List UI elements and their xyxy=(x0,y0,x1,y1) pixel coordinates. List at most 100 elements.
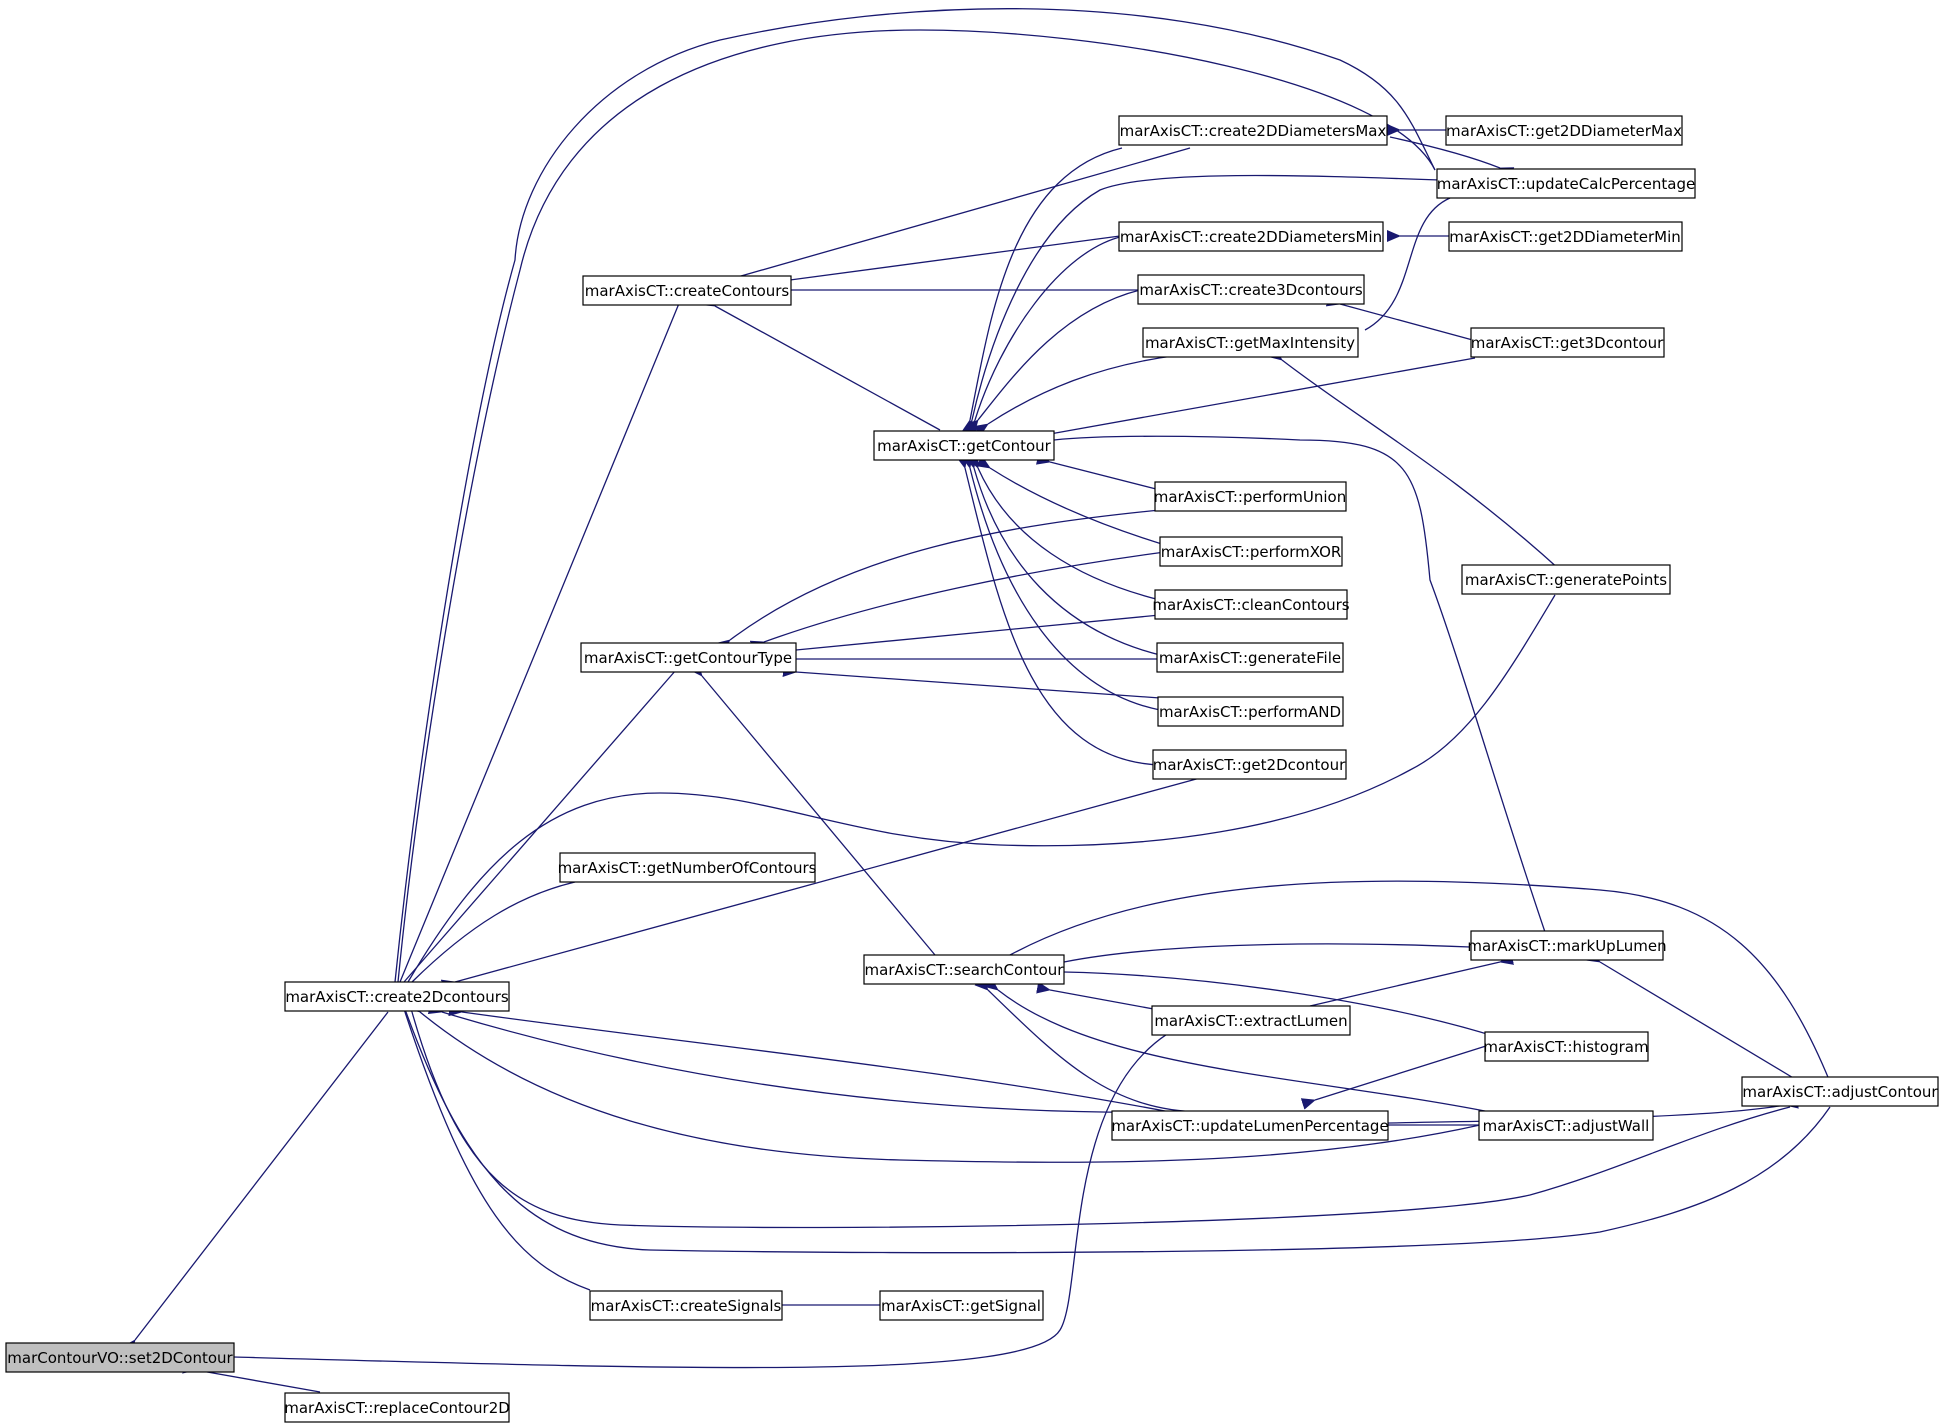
edge-create2DDiametersMax-getContour xyxy=(961,147,1123,434)
svg-text:marAxisCT::adjustContour: marAxisCT::adjustContour xyxy=(1742,1083,1938,1101)
edge-cleanContours-getContourType xyxy=(782,614,1161,658)
svg-text:marAxisCT::searchContour: marAxisCT::searchContour xyxy=(865,961,1065,979)
svg-text:marAxisCT::updateCalcPercentag: marAxisCT::updateCalcPercentage xyxy=(1437,175,1696,193)
svg-text:marAxisCT::getContourType: marAxisCT::getContourType xyxy=(584,649,792,667)
edge-cleanContours-getContour xyxy=(967,453,1161,601)
svg-text:marAxisCT::performAND: marAxisCT::performAND xyxy=(1159,703,1341,721)
edge-adjustWall-searchContour xyxy=(984,977,1491,1113)
edge-histogram-updateLumenPercentage xyxy=(1300,1039,1506,1110)
svg-text:marAxisCT::getMaxIntensity: marAxisCT::getMaxIntensity xyxy=(1145,334,1355,352)
svg-text:marAxisCT::get2Dcontour: marAxisCT::get2Dcontour xyxy=(1153,756,1346,774)
node-searchContour[interactable]: marAxisCT::searchContour xyxy=(863,954,1065,985)
edge-create2DDiametersMax-updateCalcPercentage xyxy=(1389,136,1515,179)
edge-extractLumen-markUpLumen xyxy=(1309,953,1515,1007)
edge-performUnion-getContour xyxy=(1035,452,1161,491)
edge-updateCalcPercentage-create2Dcontours xyxy=(387,8,1436,996)
node-getContour[interactable]: marAxisCT::getContour xyxy=(873,430,1055,461)
edge-get3Dcontour-getContour xyxy=(1036,357,1476,443)
edge-extractLumen-set2DContour xyxy=(220,1019,1196,1369)
edge-create2DDiametersMax-create2Dcontours xyxy=(390,29,1436,996)
edge-createContours-create2Dcontours xyxy=(389,300,681,997)
node-extractLumen[interactable]: marAxisCT::extractLumen xyxy=(1151,1005,1351,1036)
edge-updateLumenPercentage-create2Dcontours xyxy=(448,1004,1171,1113)
node-updateLumenPercentage[interactable]: marAxisCT::updateLumenPercentage xyxy=(1111,1110,1389,1141)
node-getContourType[interactable]: marAxisCT::getContourType xyxy=(580,642,797,673)
edge-searchContour-getContourType xyxy=(689,662,936,956)
node-performXOR[interactable]: marAxisCT::performXOR xyxy=(1159,536,1343,567)
svg-text:marAxisCT::extractLumen: marAxisCT::extractLumen xyxy=(1154,1012,1347,1030)
svg-text:marAxisCT::get3Dcontour: marAxisCT::get3Dcontour xyxy=(1471,334,1664,352)
svg-text:marAxisCT::get2DDiameterMin: marAxisCT::get2DDiameterMin xyxy=(1449,228,1681,246)
edge-create2Dcontours-set2DContour xyxy=(122,1011,389,1354)
edge-updateLumenPercentage-searchContour xyxy=(974,976,1201,1113)
edge-getNumberOfContours-create2Dcontours xyxy=(398,881,576,996)
node-create2DDiametersMax[interactable]: marAxisCT::create2DDiametersMax xyxy=(1118,115,1388,146)
svg-text:marAxisCT::performUnion: marAxisCT::performUnion xyxy=(1154,488,1346,506)
svg-text:marAxisCT::create3Dcontours: marAxisCT::create3Dcontours xyxy=(1139,281,1363,299)
node-set2DContour[interactable]: marContourVO::set2DContour xyxy=(5,1342,235,1373)
node-getSignal[interactable]: marAxisCT::getSignal xyxy=(879,1290,1044,1321)
node-histogram[interactable]: marAxisCT::histogram xyxy=(1483,1031,1649,1062)
edge-get2Dcontour-create2Dcontours xyxy=(440,777,1201,992)
node-getMaxIntensity[interactable]: marAxisCT::getMaxIntensity xyxy=(1142,327,1359,358)
svg-text:marAxisCT::adjustWall: marAxisCT::adjustWall xyxy=(1483,1117,1650,1135)
node-markUpLumen[interactable]: marAxisCT::markUpLumen xyxy=(1467,930,1667,961)
svg-text:marAxisCT::replaceContour2D: marAxisCT::replaceContour2D xyxy=(284,1399,510,1417)
node-generateFile[interactable]: marAxisCT::generateFile xyxy=(1156,642,1344,673)
edge-adjustContour-searchContour xyxy=(995,880,1831,1083)
node-replaceContour2D[interactable]: marAxisCT::replaceContour2D xyxy=(284,1392,510,1423)
edge-performXOR-getContourType xyxy=(749,551,1166,653)
svg-text:marAxisCT::get2DDiameterMax: marAxisCT::get2DDiameterMax xyxy=(1446,122,1682,140)
edge-adjustContour-markUpLumen xyxy=(1585,950,1801,1083)
edge-createSignals-create2Dcontours xyxy=(395,997,591,1291)
edge-generateFile-getContour xyxy=(964,453,1161,656)
edge-generatePoints-create2Dcontours xyxy=(396,594,1556,997)
svg-text:marAxisCT::createSignals: marAxisCT::createSignals xyxy=(591,1297,782,1315)
edge-extractLumen-searchContour xyxy=(1036,981,1171,1013)
node-adjustContour[interactable]: marAxisCT::adjustContour xyxy=(1741,1076,1939,1107)
edge-create2DDiametersMin-createContours xyxy=(776,235,1121,288)
edge-create3Dcontours-getContour xyxy=(965,289,1141,434)
node-updateCalcPercentage[interactable]: marAxisCT::updateCalcPercentage xyxy=(1436,168,1696,199)
node-get2Dcontour[interactable]: marAxisCT::get2Dcontour xyxy=(1152,749,1347,780)
edge-getMaxIntensity-getContour xyxy=(973,354,1181,437)
node-generatePoints[interactable]: marAxisCT::generatePoints xyxy=(1461,564,1671,595)
edge-get2Dcontour-getContour xyxy=(956,453,1161,766)
svg-text:marAxisCT::getNumberOfContours: marAxisCT::getNumberOfContours xyxy=(558,859,817,877)
edge-get3Dcontour-create3Dcontours xyxy=(1325,294,1481,343)
node-createContours[interactable]: marAxisCT::createContours xyxy=(582,275,792,306)
node-get3Dcontour[interactable]: marAxisCT::get3Dcontour xyxy=(1470,327,1665,358)
svg-text:marAxisCT::cleanContours: marAxisCT::cleanContours xyxy=(1152,596,1349,614)
edge-getContour-createContours xyxy=(700,294,941,431)
svg-text:marAxisCT::getContour: marAxisCT::getContour xyxy=(877,437,1052,455)
node-performAND[interactable]: marAxisCT::performAND xyxy=(1157,696,1344,727)
node-get2DDiameterMin[interactable]: marAxisCT::get2DDiameterMin xyxy=(1448,221,1683,252)
node-create3Dcontours[interactable]: marAxisCT::create3Dcontours xyxy=(1137,274,1365,305)
svg-text:marAxisCT::generatePoints: marAxisCT::generatePoints xyxy=(1465,571,1667,589)
node-cleanContours[interactable]: marAxisCT::cleanContours xyxy=(1152,589,1350,620)
edge-updateCalcPercentage-getContour xyxy=(963,174,1441,435)
edge-getMaxIntensity-updateCalcPercentage xyxy=(1364,187,1465,331)
edge-performAND-getContourType xyxy=(782,665,1161,699)
node-create2DDiametersMin[interactable]: marAxisCT::create2DDiametersMin xyxy=(1118,221,1384,252)
svg-text:marAxisCT::generateFile: marAxisCT::generateFile xyxy=(1159,649,1341,667)
svg-text:marAxisCT::createContours: marAxisCT::createContours xyxy=(585,282,790,300)
node-adjustWall[interactable]: marAxisCT::adjustWall xyxy=(1478,1110,1654,1141)
node-get2DDiameterMax[interactable]: marAxisCT::get2DDiameterMax xyxy=(1445,115,1683,146)
svg-text:marAxisCT::performXOR: marAxisCT::performXOR xyxy=(1161,543,1342,561)
edge-markUpLumen-searchContour xyxy=(1050,943,1471,971)
edge-histogram-searchContour xyxy=(1050,965,1501,1039)
node-getNumberOfContours[interactable]: marAxisCT::getNumberOfContours xyxy=(558,852,817,883)
svg-text:marAxisCT::markUpLumen: marAxisCT::markUpLumen xyxy=(1467,937,1666,955)
edge-generatePoints-getMaxIntensity xyxy=(1268,347,1561,571)
edge-replaceContour2D-set2DContour xyxy=(182,1361,321,1393)
node-performUnion[interactable]: marAxisCT::performUnion xyxy=(1154,481,1347,512)
svg-text:marAxisCT::create2Dcontours: marAxisCT::create2Dcontours xyxy=(285,988,509,1006)
node-create2Dcontours[interactable]: marAxisCT::create2Dcontours xyxy=(284,981,510,1012)
edge-performUnion-getContourType xyxy=(715,509,1161,653)
node-createSignals[interactable]: marAxisCT::createSignals xyxy=(589,1290,783,1321)
edge-performXOR-getContour xyxy=(975,455,1166,546)
svg-text:marAxisCT::create2DDiametersMa: marAxisCT::create2DDiametersMax xyxy=(1120,122,1387,140)
edge-markUpLumen-getContour xyxy=(1040,435,1546,933)
